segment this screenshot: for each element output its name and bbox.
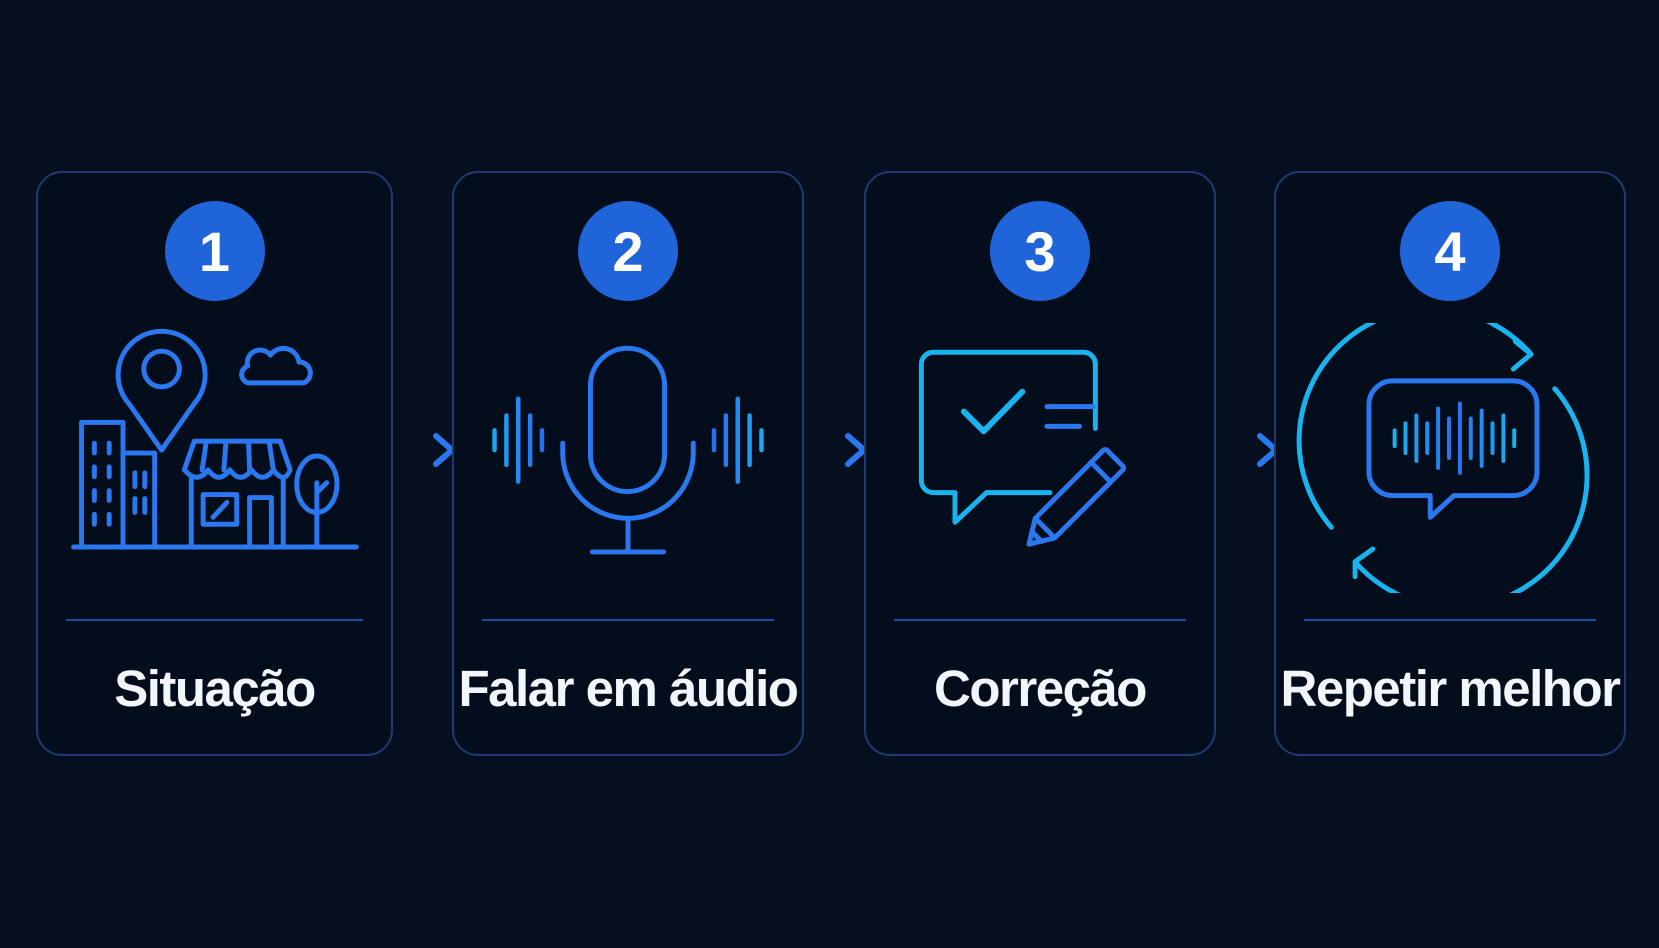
step-card-1: 1 [36, 171, 393, 756]
step-number-badge: 1 [164, 201, 265, 301]
step-number-badge: 4 [1400, 201, 1500, 301]
step-card-3: 3 Correção [864, 171, 1216, 756]
arrow-right-icon [391, 433, 455, 467]
step-card-4: 4 Repetir melhor [1274, 171, 1626, 756]
repeat-audio-icon [1296, 323, 1590, 593]
chat-edit-icon [918, 349, 1126, 547]
step-card-2: 2 Falar em áudio [452, 171, 804, 756]
card-divider [482, 619, 774, 621]
microphone-icon [492, 345, 764, 555]
step-label: Falar em áudio [458, 659, 799, 717]
step-label: Repetir melhor [1280, 659, 1621, 717]
card-divider [1304, 619, 1596, 621]
step-label: Correção [934, 659, 1147, 717]
card-divider [66, 619, 363, 621]
arrow-right-icon [803, 433, 867, 467]
card-divider [894, 619, 1186, 621]
step-label: Situação [114, 659, 316, 717]
location-store-icon [71, 328, 359, 550]
step-number-badge: 2 [578, 201, 678, 301]
step-number-badge: 3 [990, 201, 1090, 301]
